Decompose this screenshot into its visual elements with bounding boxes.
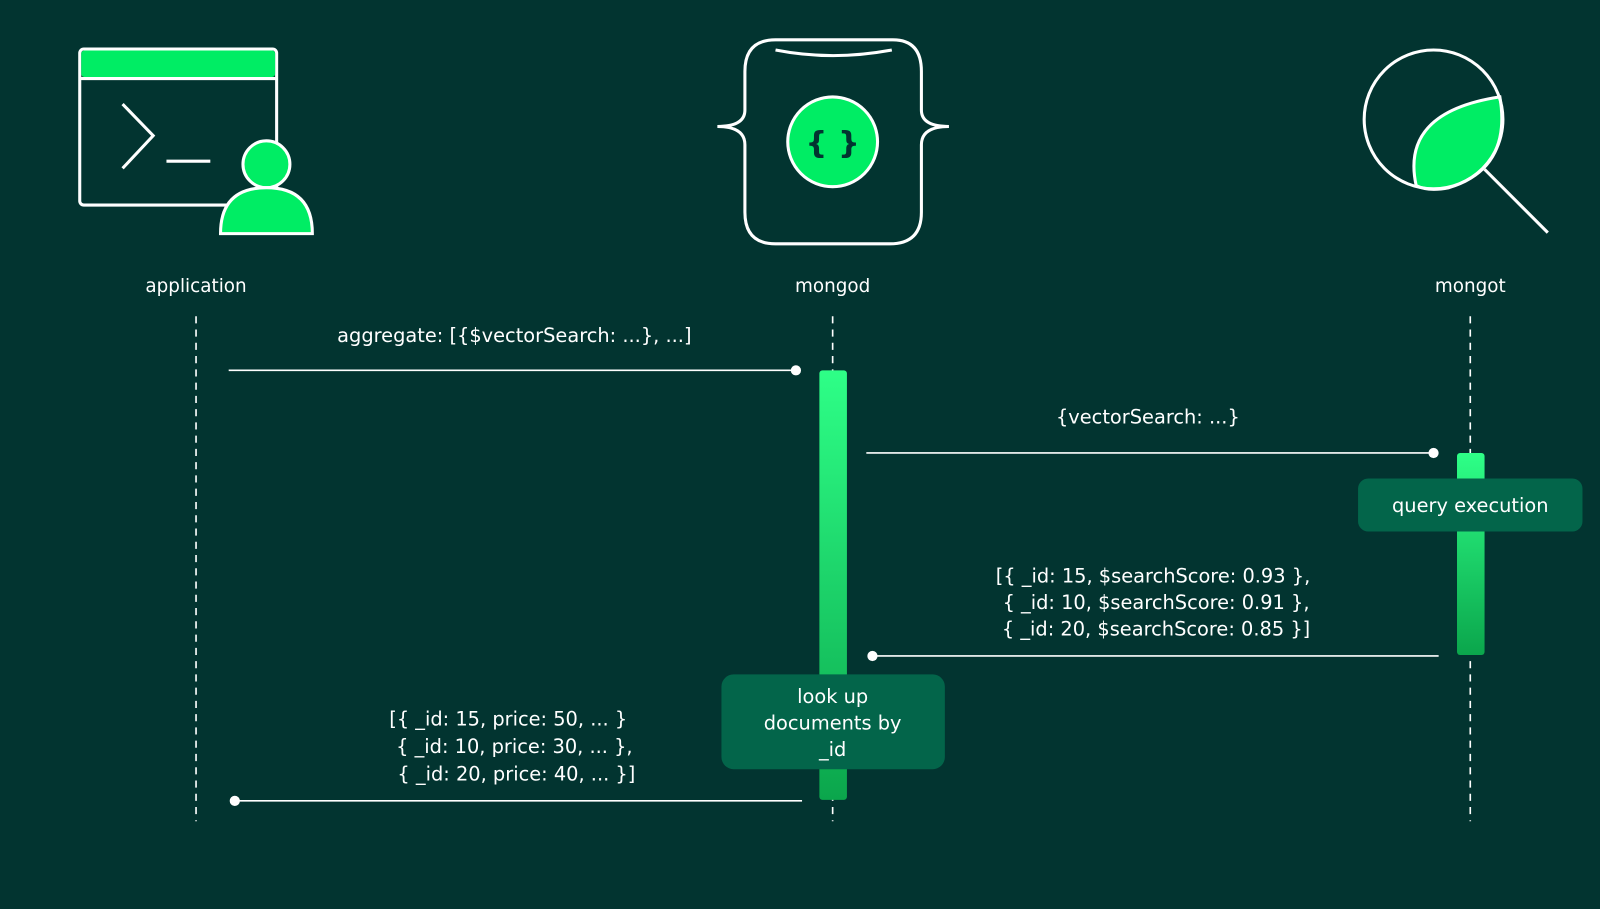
arrow-documents: [229, 795, 803, 806]
svg-text:documents by: documents by: [764, 711, 902, 734]
participant-label-mongod: mongod: [795, 276, 870, 297]
svg-text:_id: _id: [818, 738, 846, 761]
terminal-user-icon: [78, 47, 314, 236]
svg-text:query execution: query execution: [1392, 494, 1549, 517]
svg-text:{ _id: 20, $searchScore: 0.85: { _id: 20, $searchScore: 0.85 }]: [1002, 618, 1310, 641]
svg-text:[{ _id: 15, $searchScore: 0.93: [{ _id: 15, $searchScore: 0.93 },: [996, 565, 1311, 588]
message-label-vectorsearch: {vectorSearch: ...}: [1056, 405, 1240, 428]
participant-label-application: application: [145, 276, 246, 297]
arrow-vectorsearch: [866, 447, 1439, 459]
search-leaf-icon: [1362, 48, 1549, 234]
document-braces-icon: { }: [717, 38, 949, 246]
participant-label-mongot: mongot: [1435, 276, 1506, 297]
svg-text:{ _id: 20, price: 40, ... }]: { _id: 20, price: 40, ... }]: [397, 762, 635, 785]
braces-glyph: { }: [806, 126, 860, 161]
svg-text:{ _id: 10, price: 30, ... },: { _id: 10, price: 30, ... },: [396, 735, 633, 758]
note-query-execution: query execution: [1358, 478, 1583, 532]
message-label-search-results: [{ _id: 15, $searchScore: 0.93 }, { _id:…: [996, 565, 1311, 641]
note-lookup-documents: look up documents by _id: [721, 674, 945, 770]
svg-text:look up: look up: [797, 685, 868, 708]
svg-text:{ _id: 10, $searchScore: 0.91: { _id: 10, $searchScore: 0.91 },: [1003, 591, 1310, 614]
message-label-documents: [{ _id: 15, price: 50, ... } { _id: 10, …: [389, 707, 635, 785]
svg-text:[{ _id: 15, price: 50, ... }: [{ _id: 15, price: 50, ... }: [389, 707, 627, 730]
message-label-aggregate: aggregate: [{$vectorSearch: ...}, ...]: [337, 324, 691, 347]
arrow-aggregate: [228, 365, 802, 376]
arrow-search-results: [867, 650, 1439, 662]
